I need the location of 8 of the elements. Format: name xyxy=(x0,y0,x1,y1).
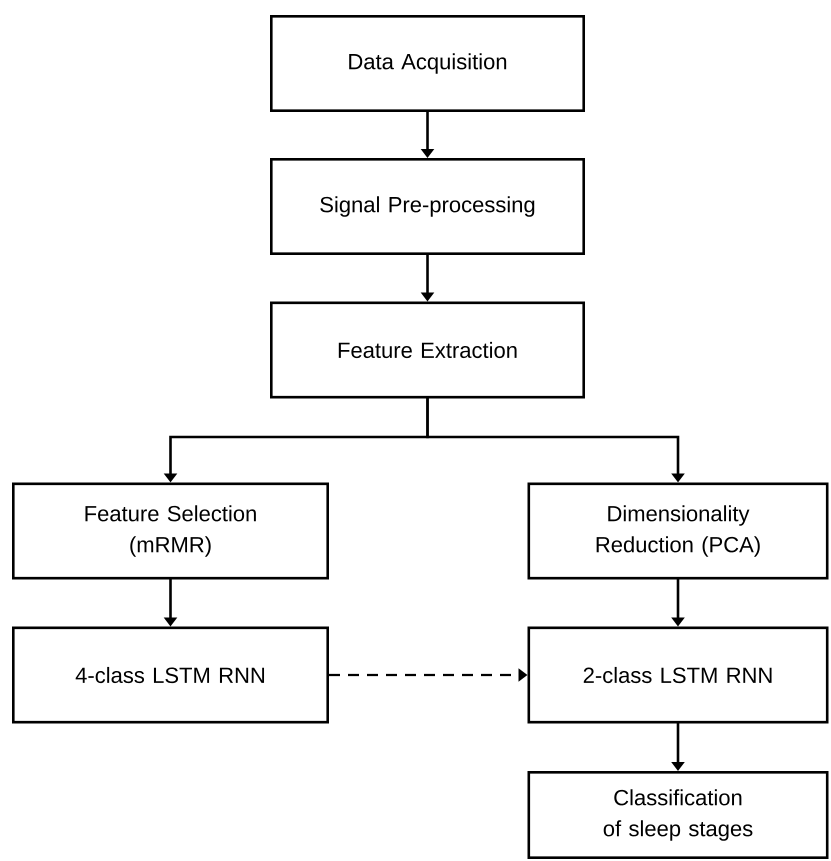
process-box: Data Acquisition xyxy=(270,15,585,112)
process-box: Signal Pre-processing xyxy=(270,158,585,255)
process-box: Feature Selection (mRMR) xyxy=(12,482,329,580)
process-box: 2-class LSTM RNN xyxy=(528,626,828,724)
process-box: 4-class LSTM RNN xyxy=(12,626,329,724)
process-box: Classification of sleep stages xyxy=(528,771,828,859)
process-box: Feature Extraction xyxy=(270,302,585,398)
process-box: Dimensionality Reduction (PCA) xyxy=(528,482,828,580)
